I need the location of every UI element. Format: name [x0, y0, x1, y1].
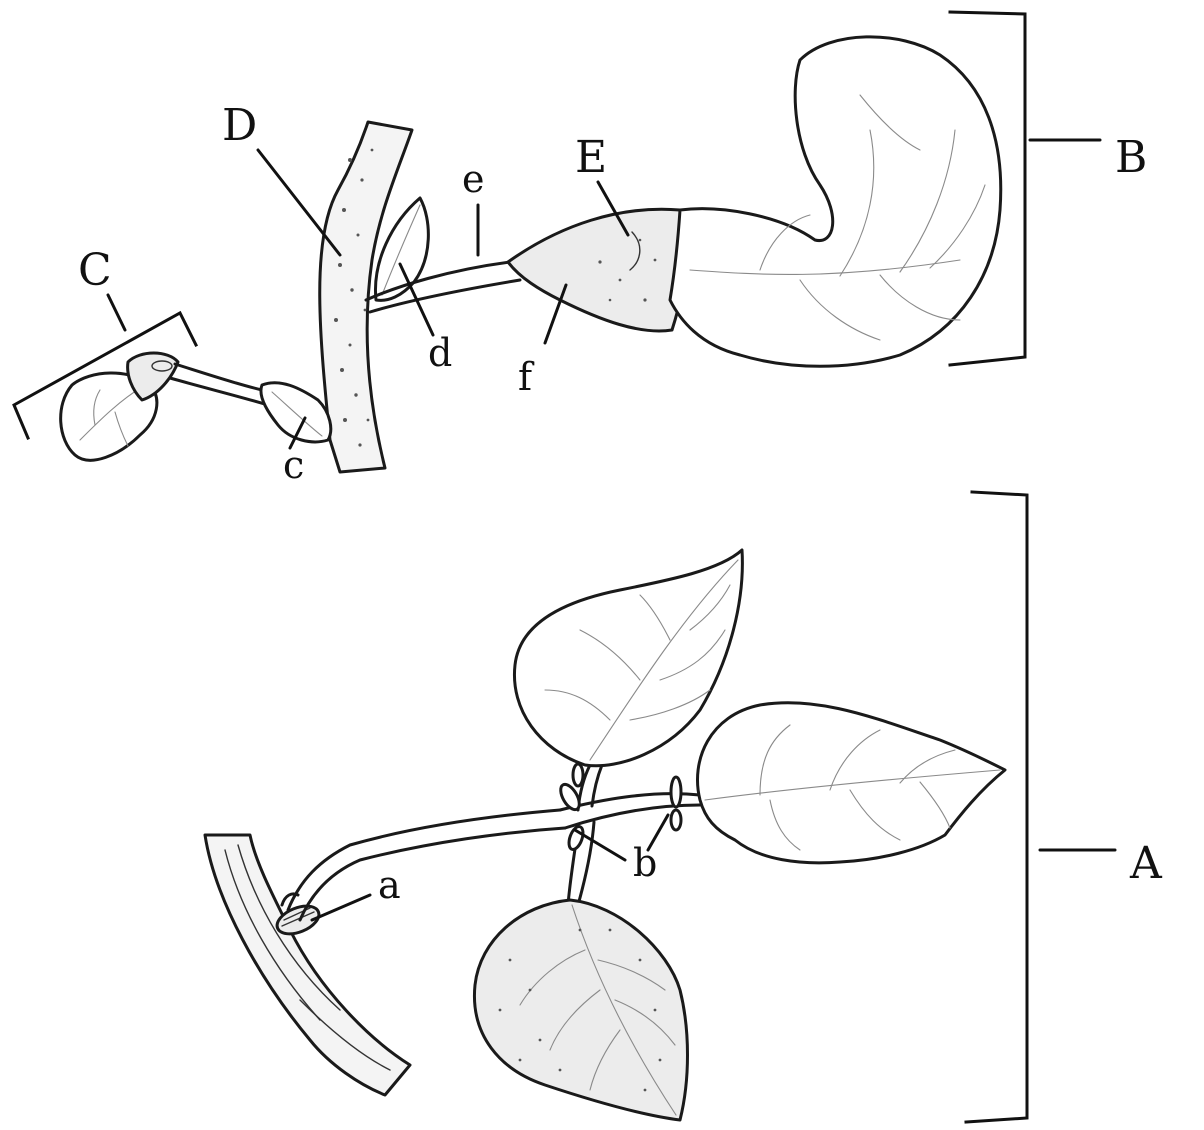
leader-a — [312, 895, 370, 920]
label-C: C — [78, 245, 112, 296]
leader-b-left — [575, 830, 625, 860]
label-e: e — [462, 157, 485, 201]
label-f: f — [518, 355, 535, 399]
leaf-b-large — [670, 37, 1001, 366]
leaflet-top — [514, 550, 742, 766]
bracket-a — [966, 492, 1027, 1122]
label-D: D — [222, 100, 257, 151]
leader-d-upper — [258, 150, 340, 255]
label-c: c — [283, 443, 304, 487]
label-b: b — [633, 841, 657, 885]
leaflet-right — [698, 703, 1006, 863]
label-E: E — [575, 132, 607, 183]
scar-a — [273, 894, 323, 939]
leaf-c-small — [61, 353, 270, 460]
leaflet-bottom — [474, 900, 687, 1120]
bracket-c-tick — [108, 295, 125, 330]
label-a: a — [378, 863, 401, 907]
label-B: B — [1115, 132, 1147, 183]
label-d: d — [428, 331, 452, 375]
pulvinus-e — [508, 209, 686, 331]
label-A: A — [1129, 838, 1163, 889]
